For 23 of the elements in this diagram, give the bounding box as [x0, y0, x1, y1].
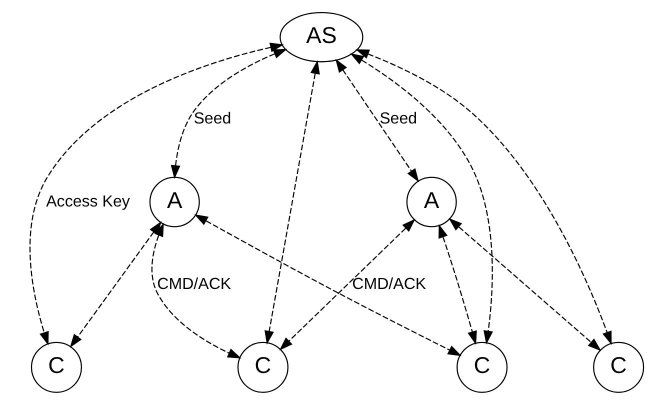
arrow [170, 48, 287, 180]
node-circle: C [592, 342, 644, 393]
node-circle: A [406, 176, 456, 228]
edge-label: Seed [193, 110, 231, 128]
arrow [194, 214, 462, 356]
arrow [28, 42, 284, 346]
arrow [448, 218, 601, 352]
arrow [264, 60, 320, 345]
edge-label: Seed [379, 110, 417, 128]
edge-label: CMD/ACK [352, 274, 426, 293]
arrow [350, 53, 493, 344]
edge-label: Access Key [46, 192, 130, 210]
arrow [150, 222, 241, 359]
node-circle: A [148, 176, 200, 228]
node-circle: C [236, 342, 288, 393]
node-circle: C [456, 342, 508, 393]
arrow [334, 58, 418, 182]
arrow [354, 49, 612, 346]
edge-label: CMD/ACK [156, 274, 231, 293]
node-circle: C [30, 342, 82, 393]
node-ellipse: AS [279, 12, 363, 62]
arrow [438, 224, 476, 345]
arrow [278, 218, 415, 350]
